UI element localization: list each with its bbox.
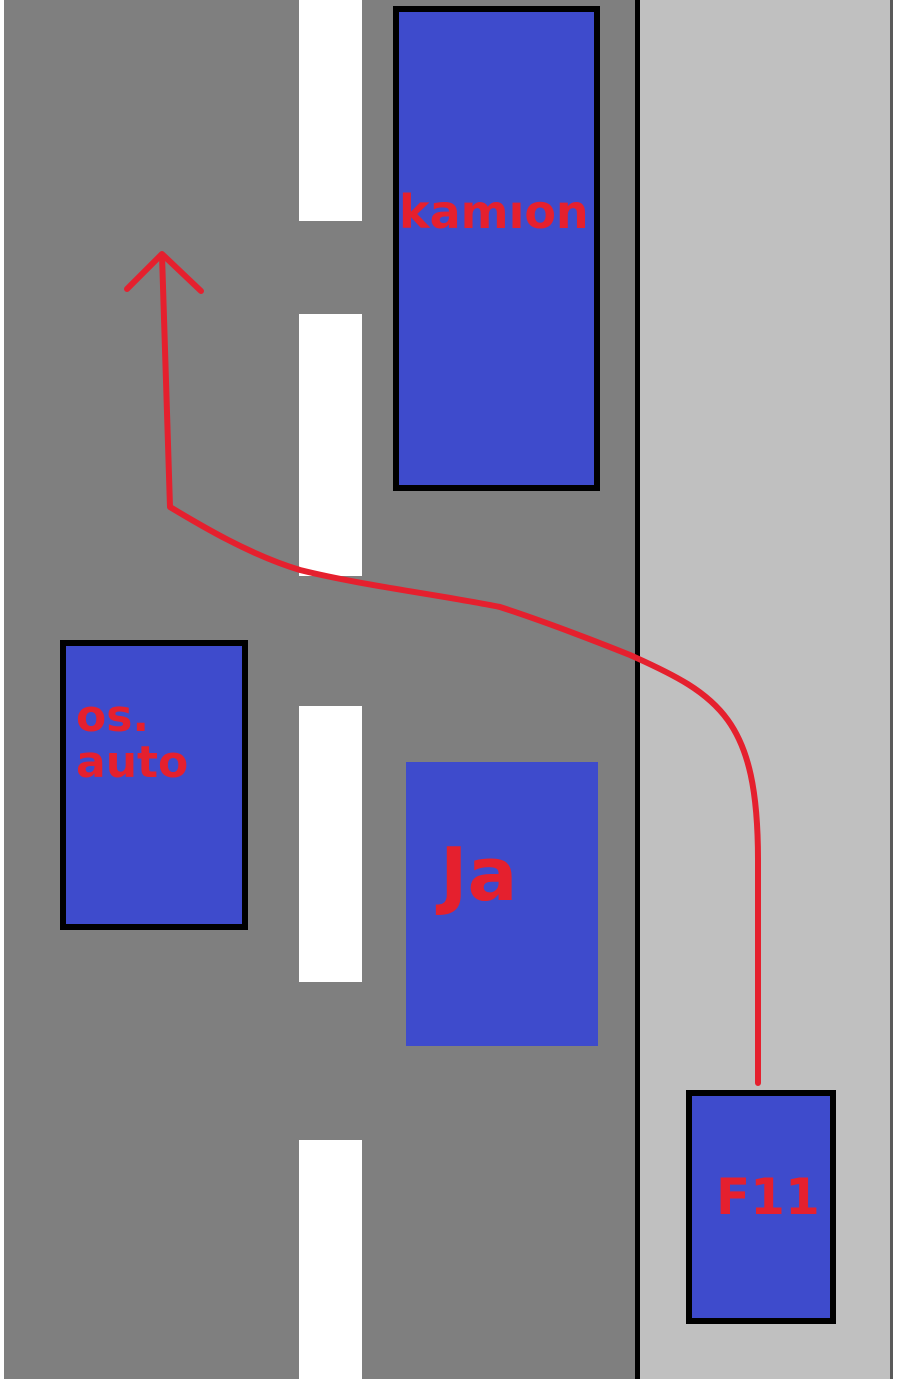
my-vehicle-label: Ja	[440, 832, 518, 918]
truck-label: kamıon	[399, 185, 589, 239]
car-label-line2: auto	[76, 737, 189, 788]
lane-dash	[299, 706, 362, 982]
f11-vehicle	[686, 1090, 836, 1324]
right-edge-line	[890, 0, 893, 1379]
car-label-line1: os.	[76, 691, 150, 742]
arrow-head-icon	[124, 251, 204, 294]
f11-label: F11	[716, 1168, 820, 1226]
lane-dash	[299, 314, 362, 576]
truck-vehicle	[393, 6, 600, 491]
car-vehicle	[60, 640, 248, 930]
curb-line	[635, 0, 640, 1379]
my-vehicle	[406, 762, 598, 1046]
lane-dash	[299, 0, 362, 221]
path-line	[159, 252, 761, 1086]
lane-dash	[299, 1140, 362, 1379]
